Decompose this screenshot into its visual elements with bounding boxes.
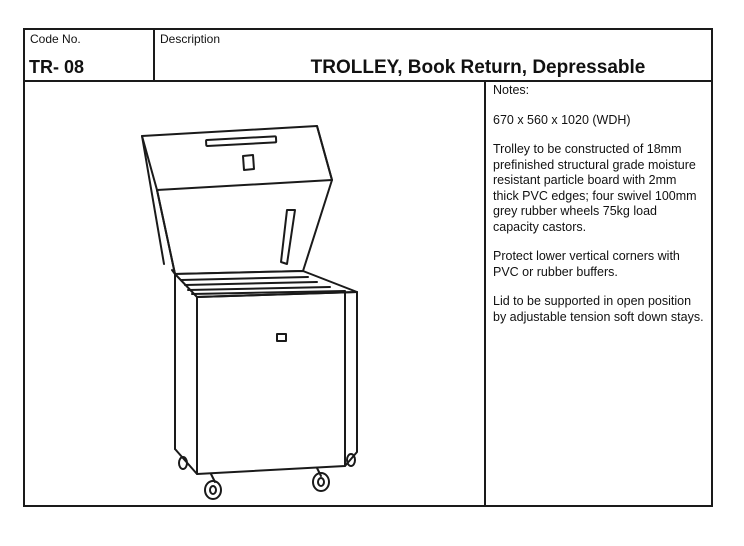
code-value: TR- 08: [29, 57, 85, 77]
drawing-panel: [25, 82, 486, 505]
notes-label: Notes:: [493, 83, 530, 97]
notes-panel: Notes: 670 x 560 x 1020 (WDH) Trolley to…: [486, 82, 711, 505]
notes-dimensions: 670 x 560 x 1020 (WDH): [493, 112, 631, 127]
trolley-illustration-icon: [141, 125, 358, 500]
notes-protection: Protect lower vertical corners with PVC …: [493, 249, 680, 279]
description-cell: Description TROLLEY, Book Return, Depres…: [155, 30, 711, 82]
product-title: TROLLEY, Book Return, Depressable: [310, 57, 646, 78]
spec-sheet: Code No. TR- 08 Description TROLLEY, Boo…: [23, 28, 713, 507]
code-label: Code No.: [30, 32, 81, 46]
notes-construction: Trolley to be constructed of 18mm prefin…: [493, 142, 697, 234]
notes-lid: Lid to be supported in open position by …: [493, 294, 704, 324]
code-cell: Code No. TR- 08: [25, 30, 155, 82]
description-label: Description: [160, 32, 221, 46]
